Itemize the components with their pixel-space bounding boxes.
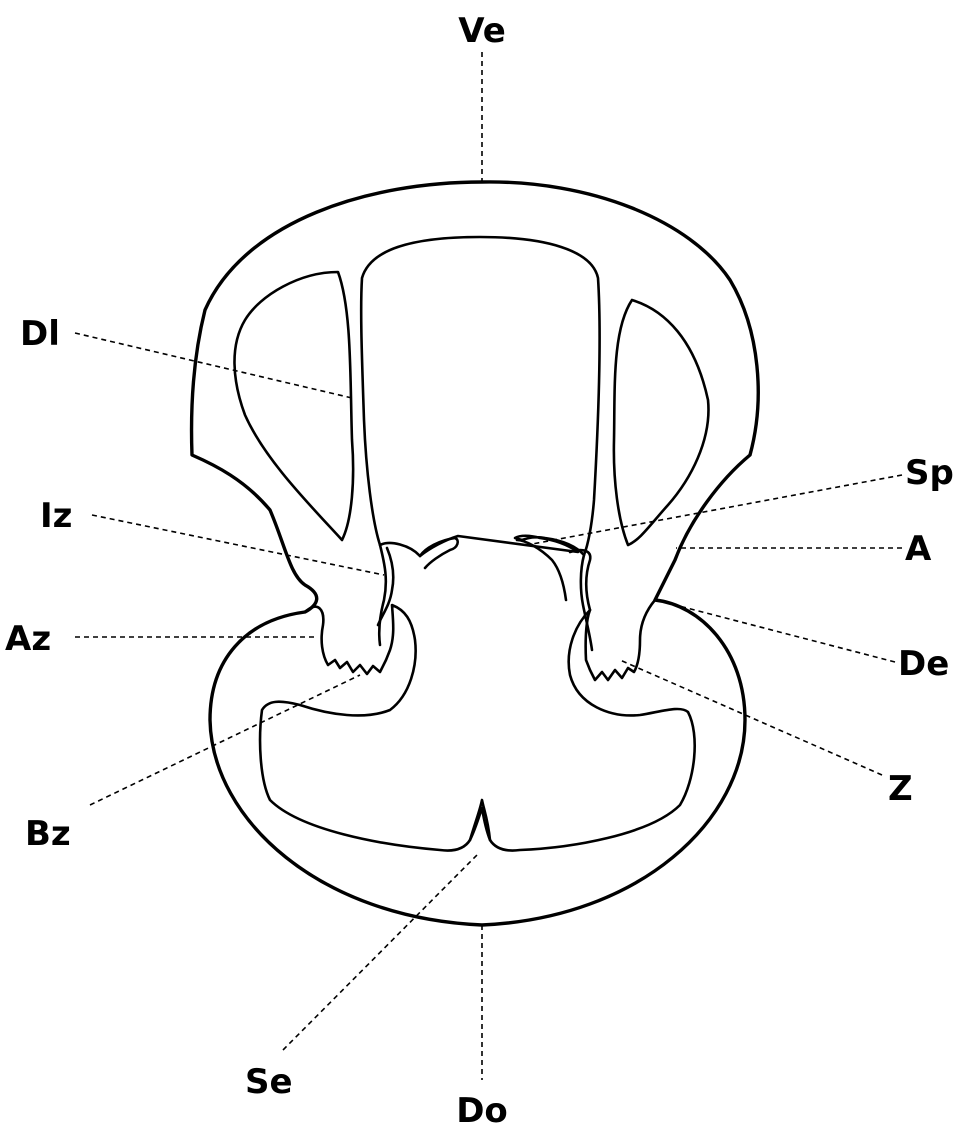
label-az: Az xyxy=(5,619,51,659)
label-dl: Dl xyxy=(20,314,60,354)
leader-dl xyxy=(75,333,352,398)
leader-se xyxy=(283,855,477,1050)
outer-wall-outline xyxy=(192,182,759,925)
central-mesentery xyxy=(361,237,599,556)
leader-z xyxy=(620,660,882,775)
label-do: Do xyxy=(456,1091,508,1131)
label-se: Se xyxy=(245,1062,293,1102)
label-de: De xyxy=(898,644,949,684)
label-iz: Iz xyxy=(40,496,72,536)
leader-sp xyxy=(527,475,902,545)
left-lower-pocket xyxy=(260,605,482,851)
label-a: A xyxy=(905,529,932,569)
right-lateral-cavity xyxy=(614,300,709,545)
left-lateral-cavity xyxy=(234,272,353,540)
label-ve: Ve xyxy=(458,11,506,51)
label-bz: Bz xyxy=(25,814,71,854)
label-sp: Sp xyxy=(905,453,954,493)
leader-iz xyxy=(92,515,384,575)
leader-de xyxy=(660,601,895,662)
right-lower-pocket xyxy=(482,600,695,851)
left-wavy-epithelium xyxy=(379,545,386,645)
label-z: Z xyxy=(888,769,913,809)
